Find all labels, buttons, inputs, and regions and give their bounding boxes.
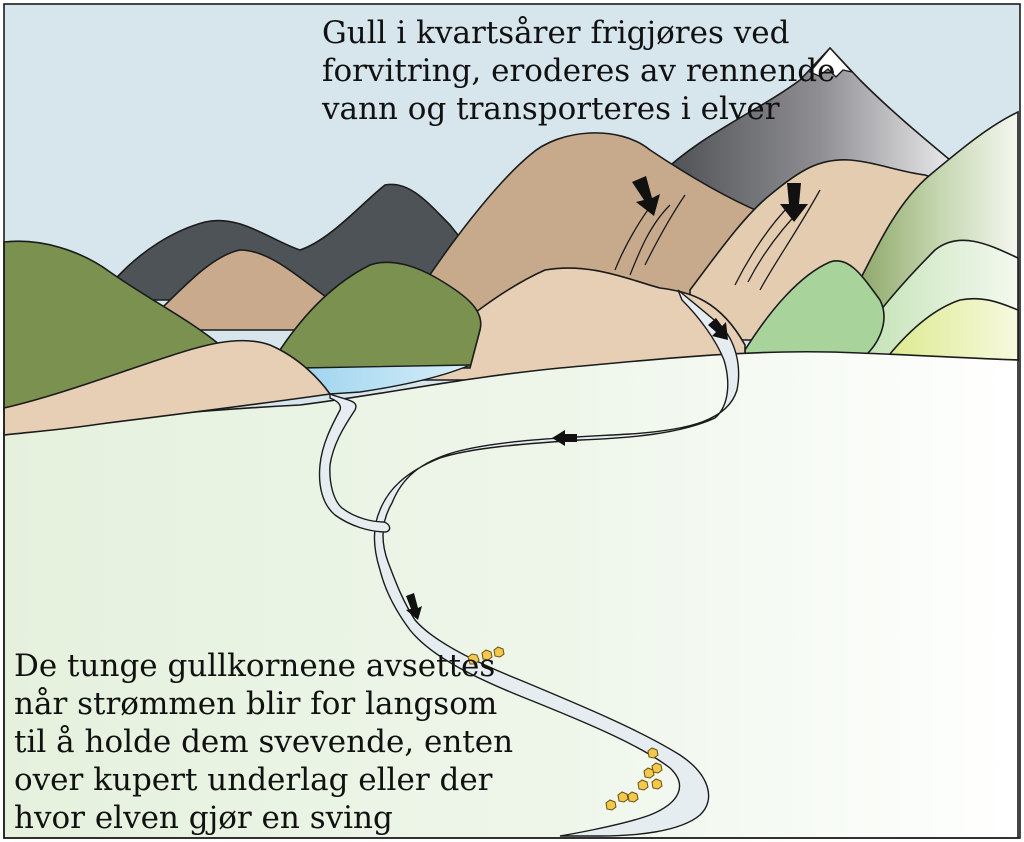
river-branch (318, 392, 391, 533)
arrow-icon (552, 430, 577, 446)
light-green-hill (744, 260, 885, 361)
arrow-icon (780, 183, 808, 222)
gold-nugget-icon (605, 799, 617, 811)
diagram-border (3, 3, 1021, 839)
caption-bottom-line: over kupert underlag eller der (14, 762, 493, 798)
green-hill-center (279, 261, 482, 369)
caption-top-line: vann og transporteres i elver (322, 91, 780, 127)
tan-hill-left (3, 339, 332, 436)
gold-nugget-icon (647, 747, 659, 759)
gold-nuggets (467, 646, 663, 811)
small-tan-hill (159, 249, 332, 331)
snow-peak-icon (808, 46, 855, 78)
caption-bottom-line: De tunge gullkornene avsettes (14, 648, 496, 684)
gold-nugget-icon (627, 791, 639, 803)
gold-nugget-icon (493, 646, 505, 658)
caption-top: Gull i kvartsårer frigjøres ved forvitri… (322, 14, 835, 128)
arrow-icon (632, 176, 660, 216)
caption-top-line: Gull i kvartsårer frigjøres ved (322, 15, 790, 51)
caption-bottom-line: når strømmen blir for langsom (14, 686, 498, 722)
caption-bottom-line: til å holde dem svevende, enten (14, 724, 514, 760)
gold-nugget-icon (617, 791, 629, 803)
arrow-icon (708, 318, 728, 340)
lake (298, 364, 471, 395)
gold-nugget-icon (643, 767, 655, 779)
caption-top-line: forvitring, eroderes av rennende (322, 53, 836, 89)
gold-nugget-icon (637, 779, 649, 791)
lime-hill (883, 297, 1019, 361)
gold-nugget-icon (467, 653, 480, 665)
caption-bottom: De tunge gullkornene avsettes når strømm… (14, 647, 513, 837)
quartz-veins (614, 189, 821, 291)
caption-bottom-line: hvor elven gjør en sving (14, 800, 393, 836)
gold-nugget-icon (651, 778, 663, 790)
gold-nugget-icon (481, 649, 493, 661)
arrow-icon (406, 593, 422, 620)
river (373, 289, 740, 837)
